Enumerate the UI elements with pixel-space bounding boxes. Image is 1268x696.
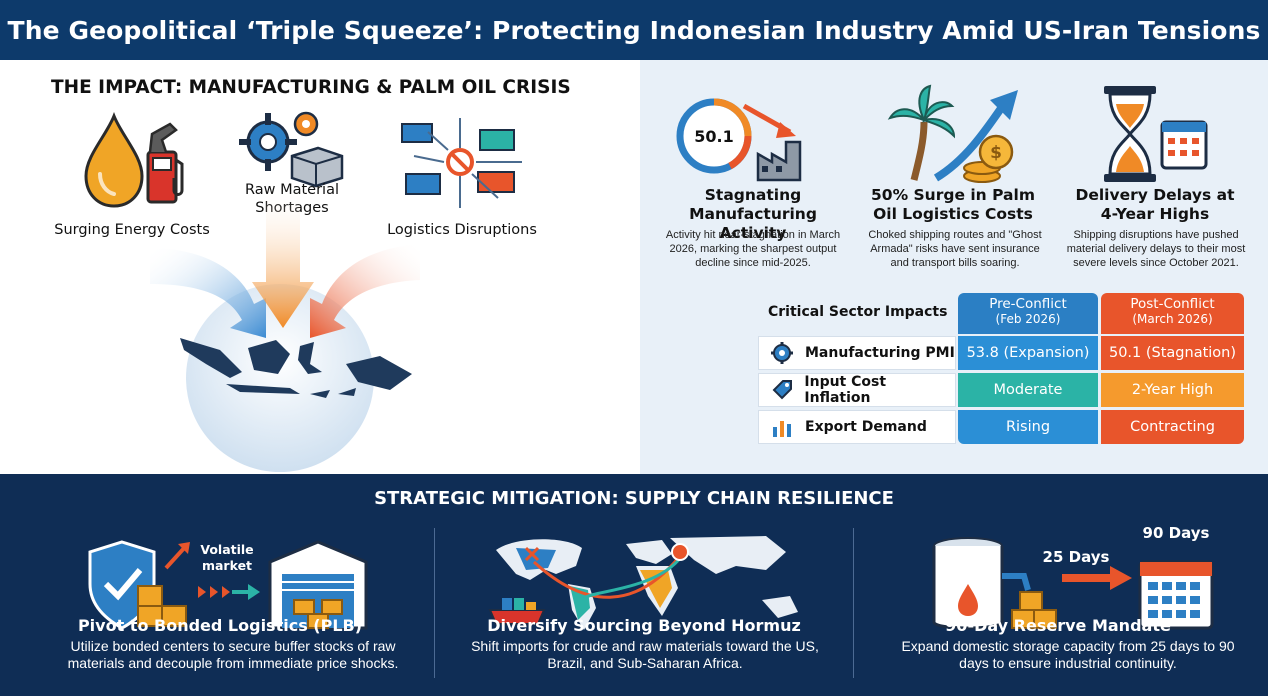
cell-export-post: Contracting xyxy=(1101,410,1244,444)
storage-tank-calendar-icon xyxy=(932,537,1214,630)
stat-title-palm-oil: 50% Surge in Palm Oil Logistics Costs xyxy=(871,186,1035,223)
table-row-input-cost: Input Cost Inflation xyxy=(758,373,956,407)
price-tag-icon xyxy=(759,378,804,402)
mitigation-title-reserve: 90-Day Reserve Mandate xyxy=(945,616,1171,635)
gear-icon xyxy=(759,341,805,365)
impact-label-energy: Surging Energy Costs xyxy=(54,222,210,238)
table-row-manufacturing-pmi: Manufacturing PMI xyxy=(758,336,956,370)
reserve-25-days-label: 25 Days xyxy=(1042,548,1110,566)
world-map-ship-icon xyxy=(488,536,798,630)
shipping-containers-icon xyxy=(401,118,522,208)
gears-material-icon xyxy=(239,111,344,188)
bar-chart-icon xyxy=(759,415,805,439)
col-pre-title: Pre-Conflict xyxy=(989,296,1067,312)
impact-heading: THE IMPACT: MANUFACTURING & PALM OIL CRI… xyxy=(51,77,571,98)
cell-pmi-post: 50.1 (Stagnation) xyxy=(1101,336,1244,370)
cell-input-pre: Moderate xyxy=(958,373,1098,407)
converging-arrows-globe-illustration xyxy=(150,188,420,472)
page-title: The Geopolitical ‘Triple Squeeze’: Prote… xyxy=(7,15,1261,45)
row-label: Input Cost Inflation xyxy=(804,374,887,406)
mitigation-title-plb: Pivot to Bonded Logistics (PLB) xyxy=(77,616,363,635)
impact-label-logistics: Logistics Disruptions xyxy=(387,222,537,238)
stat-desc-manufacturing: Activity hit near-stagnation in March 20… xyxy=(665,229,841,269)
hourglass-calendar-icon xyxy=(1104,86,1208,182)
table-col-post-conflict: Post-Conflict (March 2026) xyxy=(1101,293,1244,334)
oil-drop-fuel-pump-icon xyxy=(84,112,184,208)
title-bar: The Geopolitical ‘Triple Squeeze’: Prote… xyxy=(0,0,1268,60)
impact-panel: THE IMPACT: MANUFACTURING & PALM OIL CRI… xyxy=(0,60,640,474)
mitigation-section: STRATEGIC MITIGATION: SUPPLY CHAIN RESIL… xyxy=(0,474,1268,696)
mitigation-desc-reserve: Expand domestic storage capacity from 25… xyxy=(901,638,1235,671)
volatile-market-label: Volatile market xyxy=(200,542,254,573)
mitigation-desc-plb: Utilize bonded centers to secure buffer … xyxy=(67,638,399,671)
pmi-gauge-value: 50.1 xyxy=(694,127,733,146)
pmi-gauge-factory-icon: 50.1 xyxy=(676,98,802,182)
table-header-label: Critical Sector Impacts xyxy=(768,304,948,320)
divider xyxy=(434,528,435,678)
cell-export-pre: Rising xyxy=(958,410,1098,444)
mitigation-desc-sourcing: Shift imports for crude and raw material… xyxy=(471,638,819,671)
stat-title-manufacturing: Stagnating Manufacturing Activity xyxy=(689,186,817,242)
col-post-title: Post-Conflict xyxy=(1130,296,1215,312)
table-row-export-demand: Export Demand xyxy=(758,410,956,444)
row-label: Export Demand xyxy=(805,419,927,435)
col-pre-subtitle: (Feb 2026) xyxy=(995,312,1061,326)
palm-tree-coins-icon: $ xyxy=(887,84,1018,183)
stat-title-delivery: Delivery Delays at 4-Year Highs xyxy=(1075,186,1235,223)
row-label: Manufacturing PMI xyxy=(805,345,955,361)
mitigation-title-sourcing: Diversify Sourcing Beyond Hormuz xyxy=(487,616,801,635)
mitigation-heading: STRATEGIC MITIGATION: SUPPLY CHAIN RESIL… xyxy=(374,488,894,509)
stat-desc-delivery: Shipping disruptions have pushed materia… xyxy=(1066,229,1246,269)
table-col-pre-conflict: Pre-Conflict (Feb 2026) xyxy=(958,293,1098,334)
cell-pmi-pre: 53.8 (Expansion) xyxy=(958,336,1098,370)
stat-desc-palm-oil: Choked shipping routes and "Ghost Armada… xyxy=(868,229,1042,269)
svg-text:$: $ xyxy=(990,143,1002,163)
shield-warehouse-icon xyxy=(88,540,368,630)
reserve-90-days-label: 90 Days xyxy=(1142,524,1210,542)
col-post-subtitle: (March 2026) xyxy=(1132,312,1213,326)
divider xyxy=(853,528,854,678)
cell-input-post: 2-Year High xyxy=(1101,373,1244,407)
